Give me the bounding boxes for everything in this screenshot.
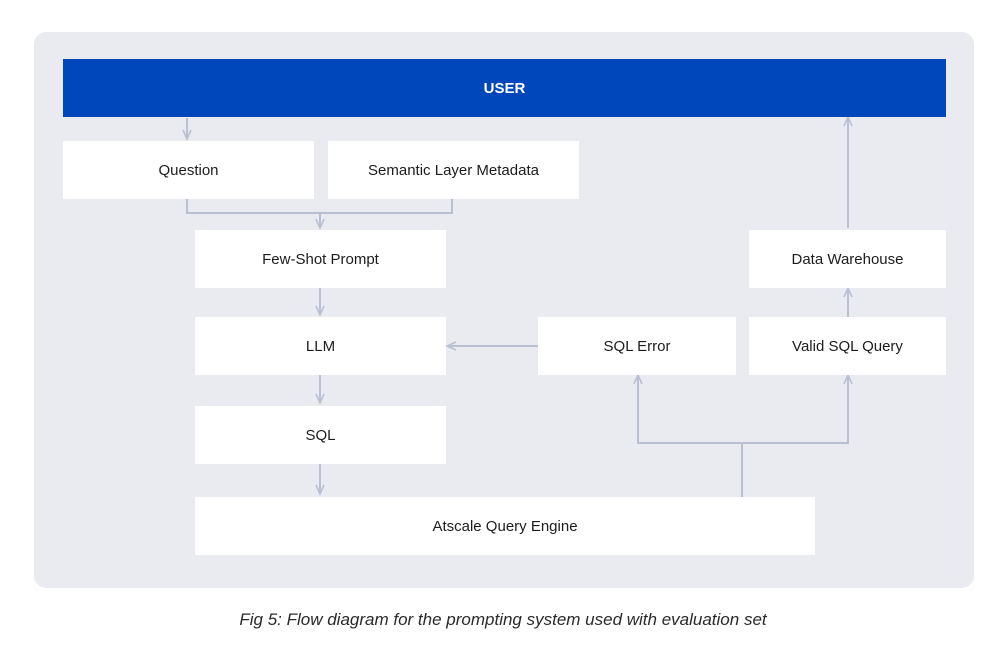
diagram-panel	[34, 32, 974, 588]
few-shot-prompt-node: Few-Shot Prompt	[195, 230, 446, 288]
user-node: USER	[63, 59, 946, 117]
llm-node: LLM	[195, 317, 446, 375]
semantic-layer-metadata-node: Semantic Layer Metadata	[328, 141, 579, 199]
question-node: Question	[63, 141, 314, 199]
sql-node: SQL	[195, 406, 446, 464]
valid-sql-query-node: Valid SQL Query	[749, 317, 946, 375]
data-warehouse-node: Data Warehouse	[749, 230, 946, 288]
sql-error-node: SQL Error	[538, 317, 736, 375]
edge-atscale-branch	[633, 373, 743, 497]
figure-caption: Fig 5: Flow diagram for the prompting sy…	[239, 610, 767, 629]
edge-question-merge	[186, 199, 453, 214]
atscale-query-engine-node: Atscale Query Engine	[195, 497, 815, 555]
edge-branch-to-valid	[742, 373, 853, 444]
